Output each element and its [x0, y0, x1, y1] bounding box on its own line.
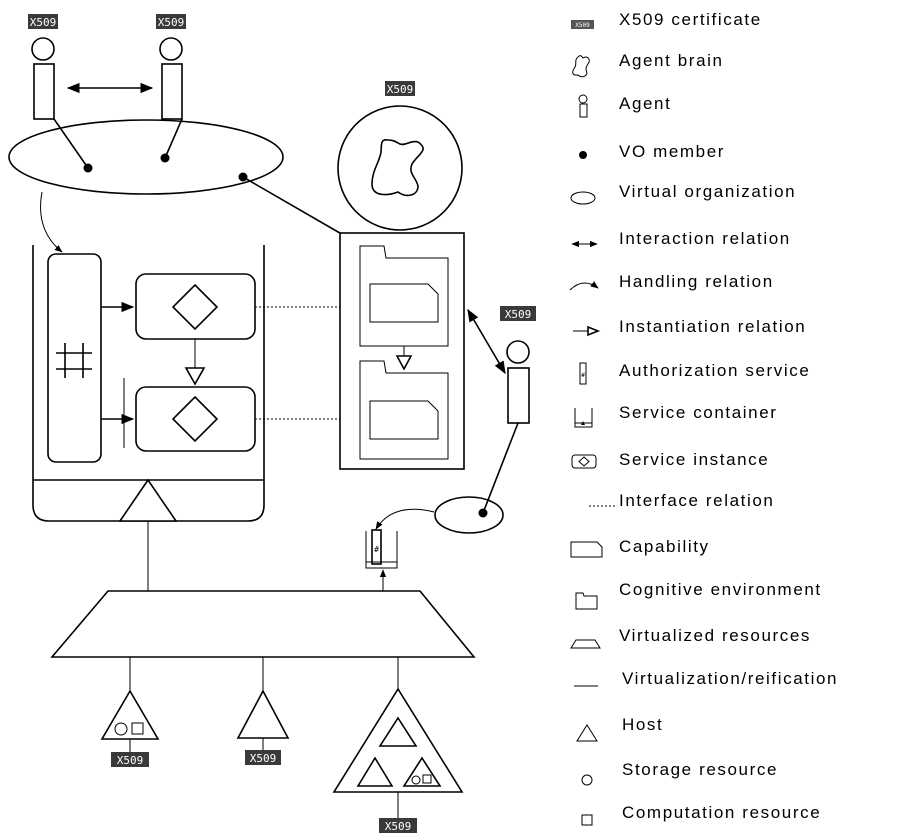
small-service-container: #	[365, 529, 398, 569]
legend-label-cognitive: Cognitive environment	[619, 580, 822, 599]
service-container	[32, 245, 265, 522]
x509-certificate-icon: X509	[385, 81, 415, 96]
legend-label-storage: Storage resource	[622, 760, 778, 779]
legend-vo-member-icon	[579, 151, 587, 159]
certificate-label: X509	[387, 83, 414, 96]
svg-text:#: #	[374, 545, 379, 554]
legend-agent-icon	[578, 94, 588, 118]
legend-container-icon	[574, 408, 593, 428]
agent-body	[507, 367, 530, 424]
virtual-organization	[8, 119, 284, 195]
x509-certificate-icon: X509	[500, 306, 536, 321]
container-host-triangle	[118, 478, 178, 522]
legend-label-computation: Computation resource	[622, 803, 821, 822]
handling-relation	[40, 191, 63, 253]
legend-label-interface: Interface relation	[619, 491, 774, 510]
legend-label-virtualized: Virtualized resources	[619, 626, 811, 645]
legend-label-agent: Agent	[619, 94, 671, 113]
x509-certificate-icon: X509	[28, 14, 58, 29]
host-triangle	[100, 689, 160, 740]
certificate-label: X509	[385, 820, 412, 833]
certificate-label: X509	[158, 16, 185, 29]
agent-body	[339, 232, 465, 470]
legend-label-vo-member: VO member	[619, 142, 725, 161]
legend-label-authorization: Authorization service	[619, 361, 810, 380]
legend-virtualized-icon	[570, 639, 601, 649]
legend-label-instantiation: Instantiation relation	[619, 317, 806, 336]
interaction-relation	[467, 308, 506, 375]
host-triangle	[236, 689, 290, 739]
legend-label-container: Service container	[619, 403, 778, 422]
legend-label-brain: Agent brain	[619, 51, 724, 70]
legend-storage-icon	[581, 774, 593, 786]
legend-instance-icon	[571, 454, 597, 469]
legend-label-capability: Capability	[619, 537, 710, 556]
certificate-label: X509	[117, 754, 144, 767]
agent-brain-icon	[371, 139, 424, 197]
agent-head	[337, 105, 463, 231]
agent-left: X509	[28, 14, 58, 120]
cognitive-environment	[359, 245, 449, 347]
virtualized-resources	[50, 590, 476, 658]
agent-right: X509	[156, 14, 186, 120]
legend-cognitive-icon	[575, 592, 598, 610]
cognitive-environment	[359, 360, 449, 460]
legend-capability-icon	[570, 541, 603, 558]
instantiation-arrow	[184, 367, 206, 386]
vo-member-dot	[160, 153, 170, 163]
legend-host-icon	[576, 724, 598, 742]
capability	[369, 400, 439, 440]
storage-resource-icon	[114, 722, 128, 736]
legend-label-virtual-org: Virtual organization	[619, 182, 796, 201]
capability	[369, 283, 439, 323]
certificate-label: X509	[250, 752, 277, 765]
legend-x509-icon: X509	[571, 20, 594, 29]
hash-icon	[56, 343, 92, 378]
x509-certificate-icon: X509	[156, 14, 186, 29]
legend-label-host: Host	[622, 715, 663, 734]
handling-relation	[375, 508, 435, 530]
vo-member-dot	[478, 508, 488, 518]
x509-certificate-icon: X509	[379, 818, 417, 833]
x509-certificate-icon: X509	[111, 752, 149, 767]
legend-label-instance: Service instance	[619, 450, 769, 469]
legend-label-handling: Handling relation	[619, 272, 774, 291]
legend-label-virtualization: Virtualization/reification	[622, 669, 838, 688]
svg-text:#: #	[581, 372, 585, 379]
certificate-label: X509	[30, 16, 57, 29]
legend-authorization-icon: #	[579, 362, 587, 385]
legend-label-interaction: Interaction relation	[619, 229, 791, 248]
agent-head	[506, 340, 530, 364]
legend-virtual-org-icon	[570, 191, 596, 205]
legend-computation-icon	[581, 814, 593, 826]
certificate-label: X509	[505, 308, 532, 321]
legend-handling-icon	[569, 281, 599, 291]
legend-label-x509: X509 certificate	[619, 10, 762, 29]
x509-certificate-icon: X509	[245, 750, 281, 765]
authorization-service	[47, 253, 102, 463]
legend: X509 X509 certificate Agent brain Agent …	[569, 10, 838, 826]
svg-text:X509: X509	[575, 22, 590, 29]
vo-member-dot	[83, 163, 93, 173]
legend-brain-icon	[572, 55, 590, 78]
virtual-organization	[434, 496, 504, 534]
computation-resource-icon	[131, 722, 144, 735]
